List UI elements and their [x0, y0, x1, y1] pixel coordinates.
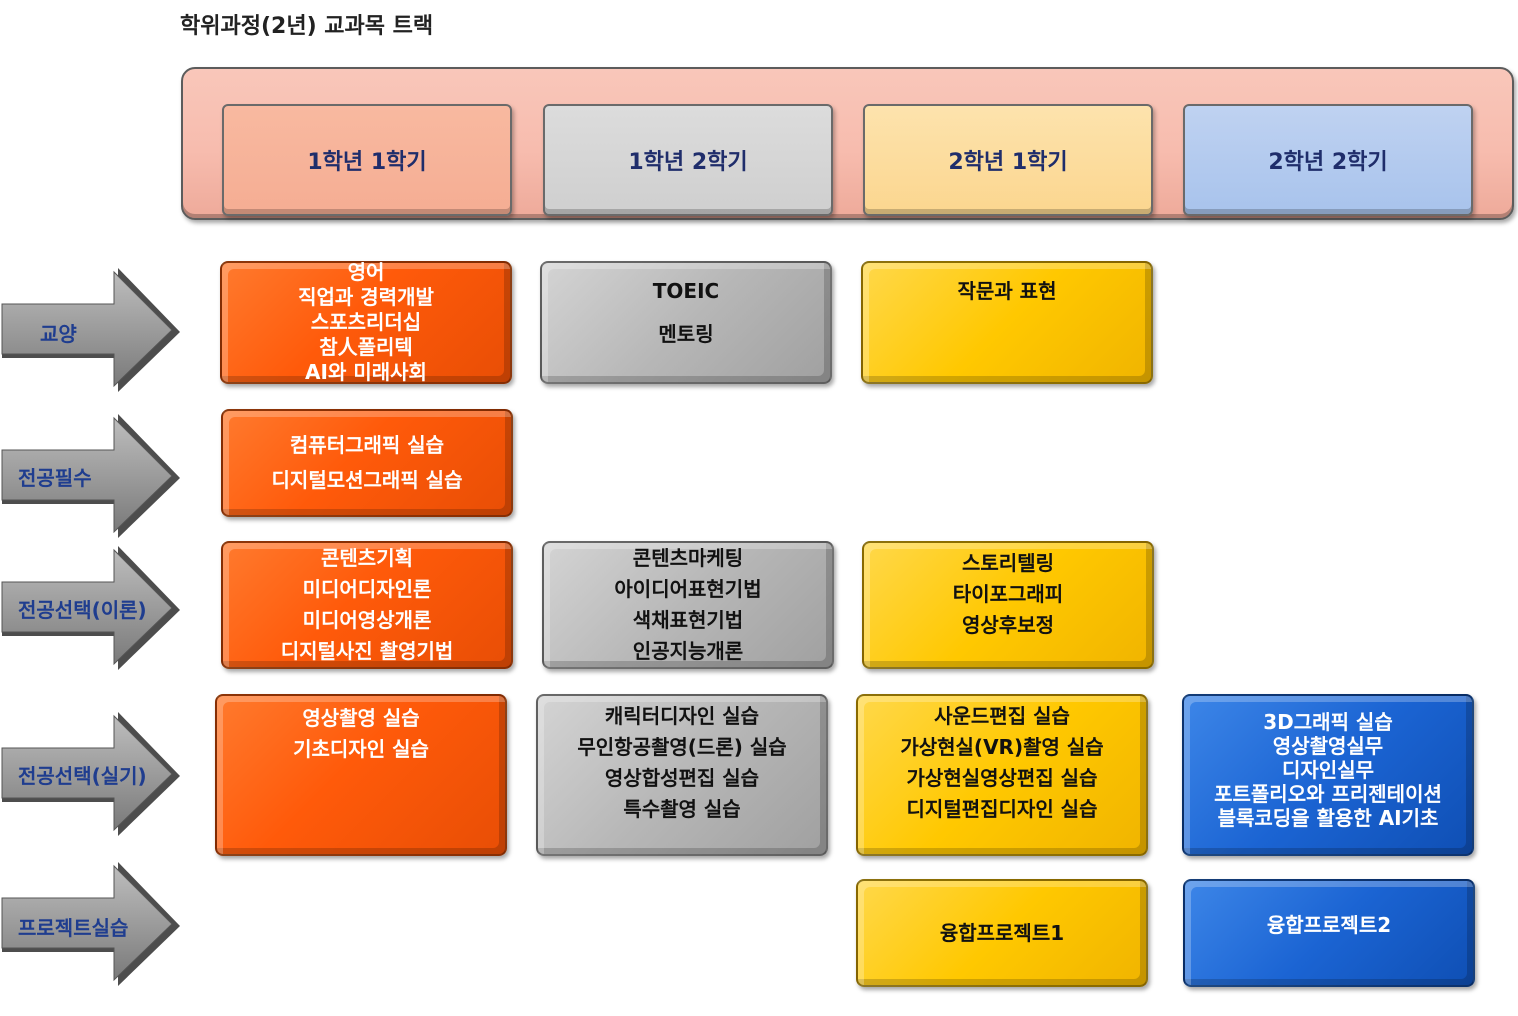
- course-box-project-s3: 융합프로젝트1: [856, 879, 1148, 987]
- course-box-general-s3: 작문과 표현: [861, 261, 1153, 384]
- course-box-theory-s2: 콘텐츠마케팅 아이디어표현기법 색채표현기법 인공지능개론: [542, 541, 834, 669]
- course-item: 영상촬영실무: [1272, 734, 1384, 758]
- course-item: 멘토링: [658, 322, 714, 346]
- course-item: 디지털사진 촬영기법: [280, 639, 454, 663]
- course-box-major-required-s1: 컴퓨터그래픽 실습 디지털모션그래픽 실습: [221, 409, 513, 517]
- course-item: 영상촬영 실습: [302, 706, 420, 730]
- course-item: 미디어디자인론: [302, 577, 432, 601]
- course-item: 캐릭터디자인 실습: [604, 704, 760, 728]
- course-item: 융합프로젝트1: [939, 920, 1065, 945]
- course-box-practice-s3: 사운드편집 실습 가상현실(VR)촬영 실습 가상현실영상편집 실습 디지털편집…: [856, 694, 1148, 856]
- course-box-practice-s4: 3D그래픽 실습 영상촬영실무 디자인실무 포트폴리오와 프리젠테이션 블록코딩…: [1182, 694, 1474, 856]
- course-item: 콘텐츠기획: [321, 546, 413, 570]
- course-item: 블록코딩을 활용한 AI기초: [1217, 806, 1439, 830]
- course-item: 특수촬영 실습: [623, 797, 741, 821]
- course-item: TOEIC: [652, 279, 720, 303]
- course-item: 영상합성편집 실습: [604, 766, 760, 790]
- course-box-practice-s1: 영상촬영 실습 기초디자인 실습: [215, 694, 507, 856]
- course-item: 작문과 표현: [957, 279, 1057, 303]
- course-item: 디자인실무: [1282, 758, 1374, 782]
- course-item: 스토리텔링: [962, 551, 1054, 575]
- course-item: 참人폴리텍: [319, 335, 413, 359]
- course-item: 미디어영상개론: [302, 608, 432, 632]
- row-label-general: 교양: [40, 322, 77, 346]
- page-title: 학위과정(2년) 교과목 트랙: [180, 14, 434, 39]
- course-item: 색채표현기법: [632, 608, 744, 632]
- semester-1-2: 1학년 2학기: [543, 104, 833, 216]
- row-label-major-required: 전공필수: [18, 466, 92, 490]
- course-item: 스포츠리더십: [310, 310, 422, 334]
- course-item: 사운드편집 실습: [934, 704, 1070, 728]
- course-box-general-s1: 영어 직업과 경력개발 스포츠리더십 참人폴리텍 AI와 미래사회: [220, 260, 512, 384]
- course-box-theory-s1: 콘텐츠기획 미디어디자인론 미디어영상개론 디지털사진 촬영기법: [221, 541, 513, 669]
- course-item: 인공지능개론: [632, 639, 744, 663]
- course-item: 영어: [347, 260, 385, 284]
- course-item: 컴퓨터그래픽 실습: [289, 433, 445, 457]
- semester-2-2: 2학년 2학기: [1183, 104, 1473, 216]
- course-box-general-s2: TOEIC 멘토링: [540, 261, 832, 384]
- course-item: 아이디어표현기법: [614, 577, 762, 601]
- course-item: 기초디자인 실습: [293, 737, 429, 761]
- course-item: 디지털모션그래픽 실습: [271, 468, 463, 492]
- course-item: 무인항공촬영(드론) 실습: [577, 735, 787, 759]
- course-item: 가상현실(VR)촬영 실습: [900, 735, 1104, 759]
- semester-1-1: 1학년 1학기: [222, 104, 512, 216]
- course-box-practice-s2: 캐릭터디자인 실습 무인항공촬영(드론) 실습 영상합성편집 실습 특수촬영 실…: [536, 694, 828, 856]
- course-item: 영상후보정: [962, 613, 1054, 637]
- row-arrow-project: [1, 862, 180, 986]
- course-item: 디지털편집디자인 실습: [906, 797, 1098, 821]
- row-arrow-general: [1, 268, 180, 392]
- row-arrow-major-elective-theory: [1, 546, 180, 670]
- course-box-project-s4: 융합프로젝트2: [1183, 879, 1475, 987]
- course-item: 포트폴리오와 프리젠테이션: [1214, 782, 1442, 806]
- row-label-major-elective-theory: 전공선택(이론): [18, 598, 147, 622]
- course-item: 가상현실영상편집 실습: [906, 766, 1098, 790]
- row-label-project: 프로젝트실습: [18, 916, 129, 940]
- course-box-theory-s3: 스토리텔링 타이포그래피 영상후보정: [862, 541, 1154, 669]
- course-item: 직업과 경력개발: [298, 285, 434, 309]
- course-item: 타이포그래피: [952, 582, 1064, 606]
- course-item: 3D그래픽 실습: [1263, 710, 1393, 734]
- semester-2-1: 2학년 1학기: [863, 104, 1153, 216]
- row-arrow-major-required: [1, 414, 180, 538]
- row-arrow-major-elective-practice: [1, 712, 180, 836]
- course-item: 융합프로젝트2: [1266, 913, 1392, 937]
- row-label-major-elective-practice: 전공선택(실기): [18, 764, 147, 788]
- course-item: AI와 미래사회: [305, 360, 427, 384]
- course-item: 콘텐츠마케팅: [632, 546, 744, 570]
